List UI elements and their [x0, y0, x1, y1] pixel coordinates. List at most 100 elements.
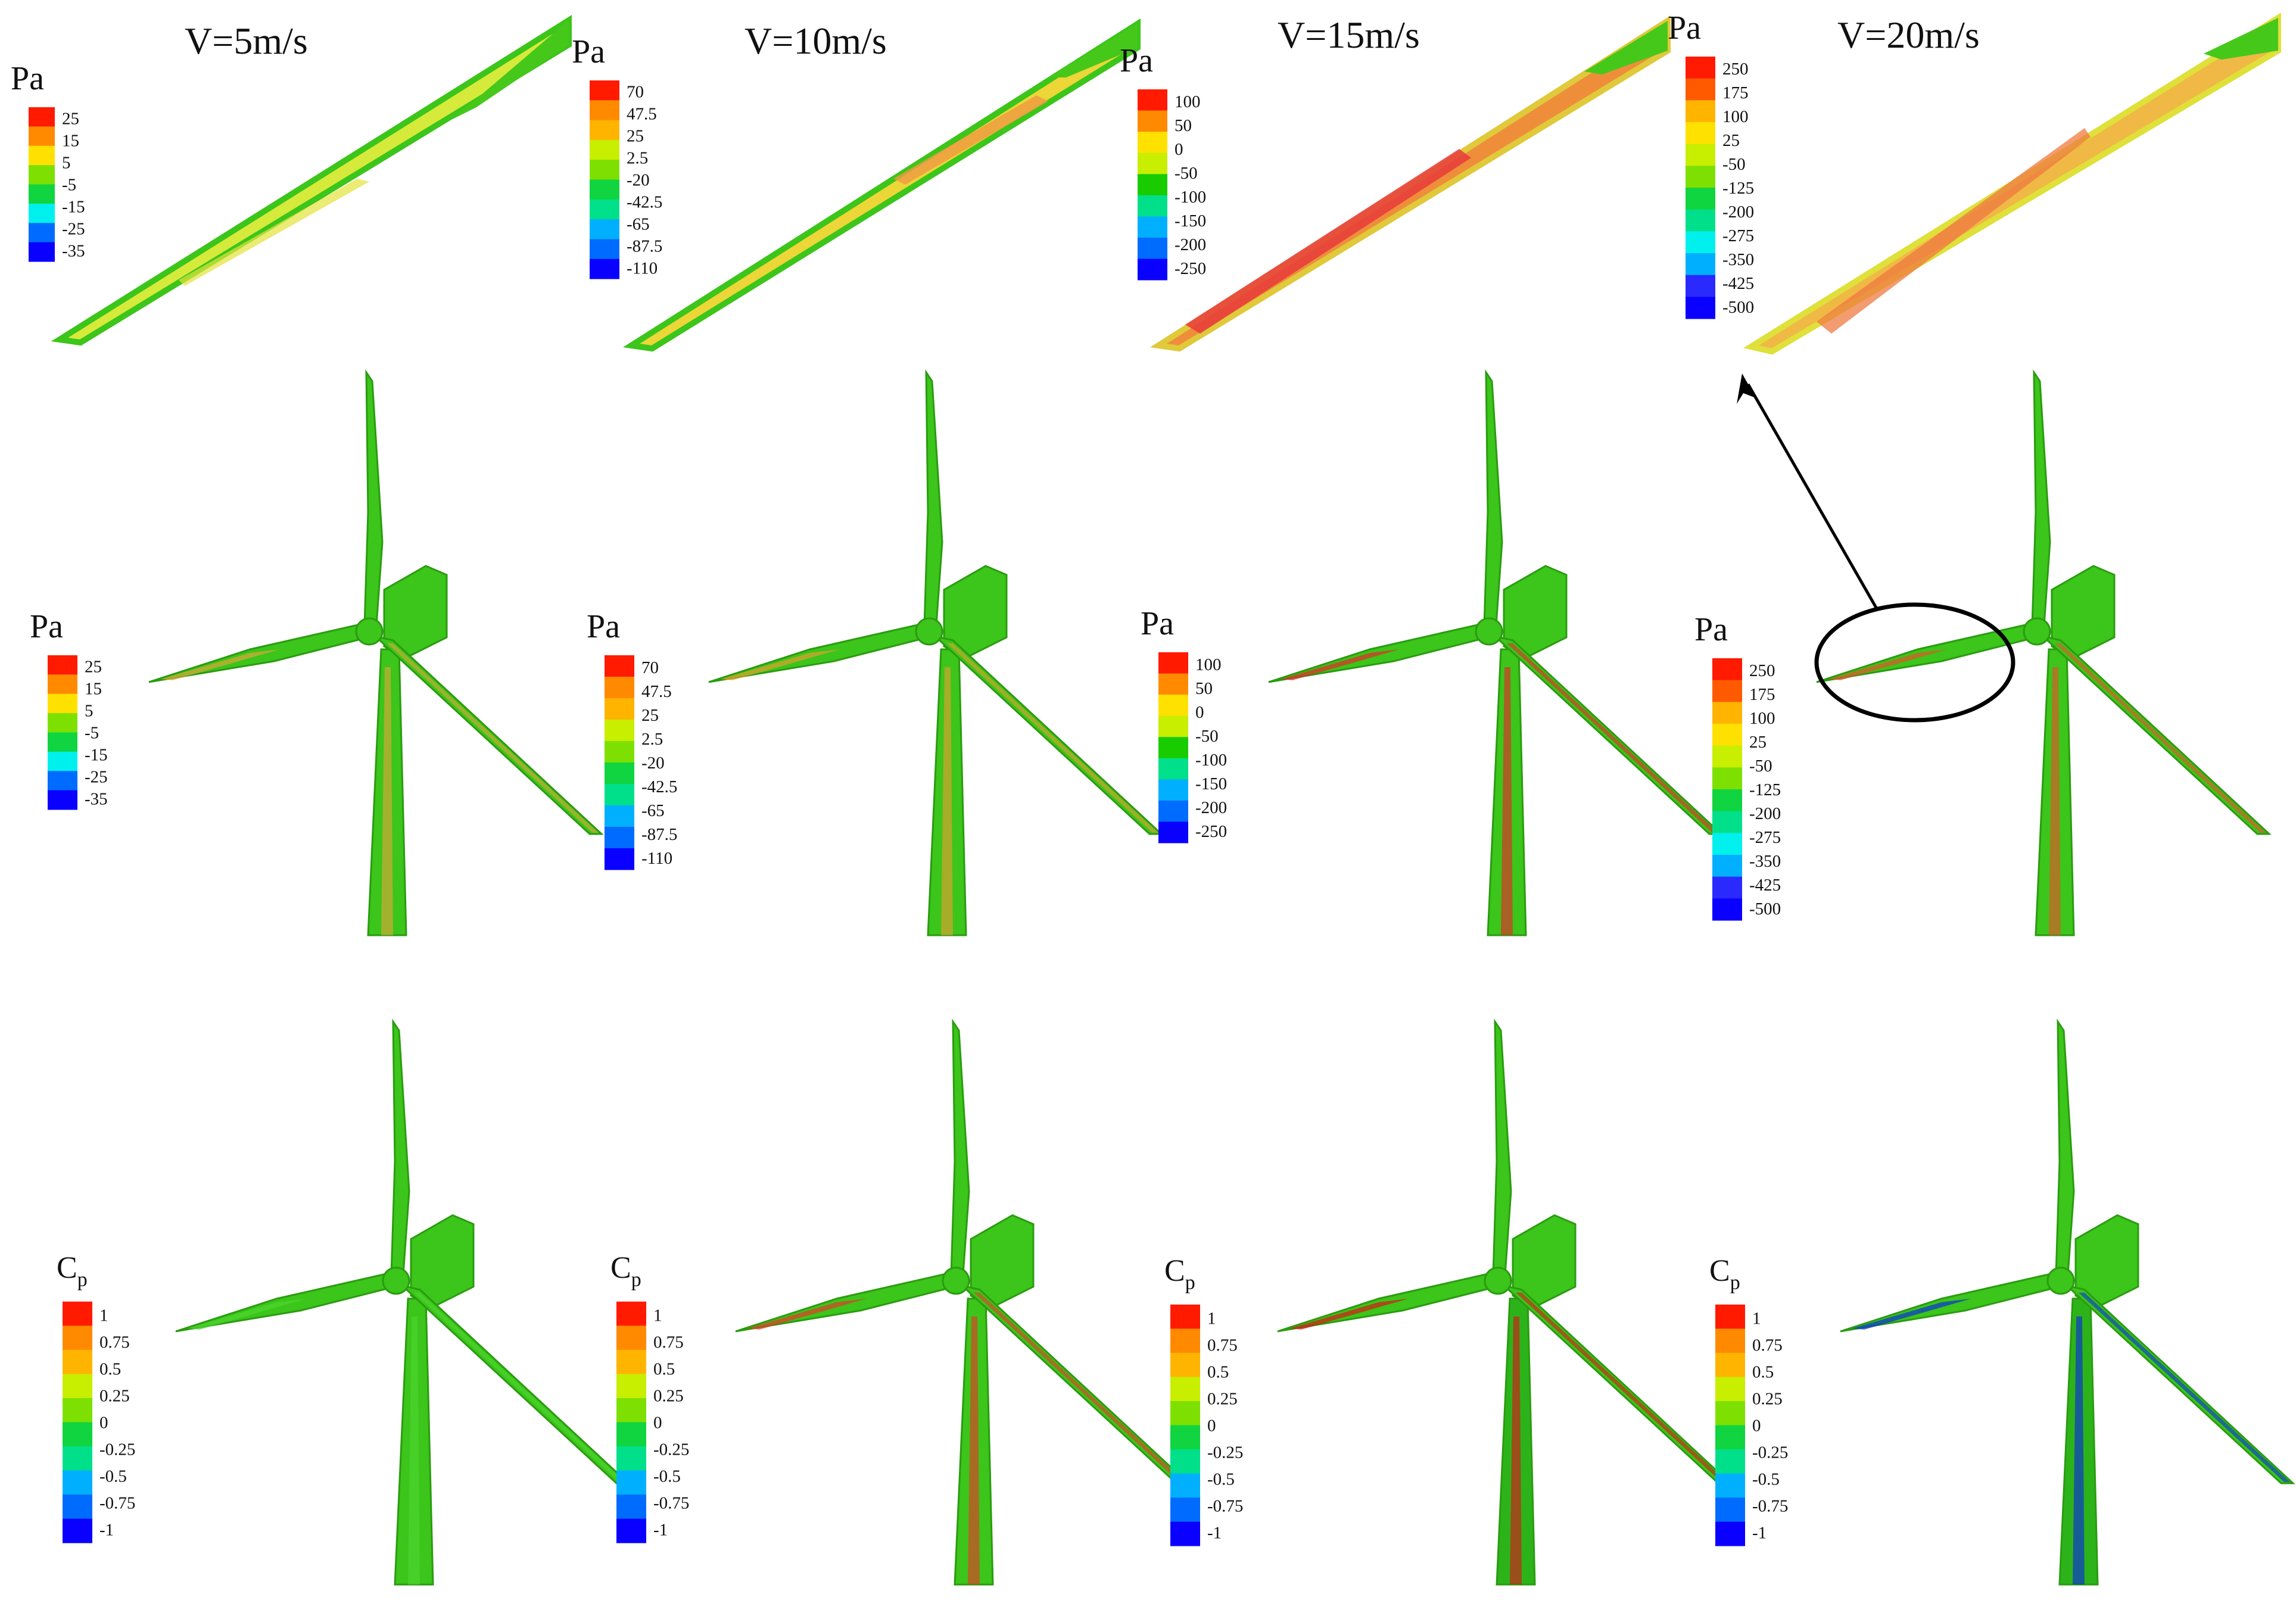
- legend-swatch: [1138, 259, 1167, 281]
- legend-swatch: [1712, 855, 1742, 877]
- legend-swatch: [48, 771, 77, 791]
- legend-swatch: [1715, 1401, 1745, 1425]
- legend-swatch: [1686, 275, 1715, 297]
- legend-swatch: [1158, 695, 1188, 717]
- blade-up: [950, 1018, 970, 1276]
- legend-swatch: [1170, 1305, 1200, 1329]
- turbine-pressure-4: [1816, 369, 2272, 936]
- nacelle: [410, 1214, 475, 1309]
- legend-tick-label: 50: [1175, 116, 1192, 135]
- legend-swatch: [1712, 898, 1742, 921]
- turbine-pressure-2: [708, 369, 1164, 936]
- legend-swatch: [1715, 1449, 1745, 1474]
- legend-swatch: [1138, 89, 1167, 111]
- legend-unit-label: Pa: [1694, 611, 1728, 648]
- legend-tick-label: -100: [1195, 751, 1227, 770]
- legend-swatch: [616, 1422, 646, 1447]
- tower-shading: [408, 1316, 420, 1585]
- legend-tick-label: 0.75: [1207, 1336, 1238, 1355]
- legend-tick-label: 5: [85, 702, 94, 721]
- hub: [942, 1266, 970, 1295]
- highlight-ellipse: [1814, 602, 2015, 723]
- legend-swatch: [1686, 144, 1715, 166]
- tower-shading: [941, 667, 953, 935]
- legend-swatch: [616, 1374, 646, 1399]
- legend-swatch: [1712, 767, 1742, 790]
- legend-swatch: [616, 1350, 646, 1374]
- nacelle: [970, 1214, 1035, 1309]
- legend-tick-label: -0.75: [653, 1494, 689, 1513]
- legend-tick-label: 175: [1749, 685, 1775, 704]
- blade-left-shading: [1852, 1299, 1971, 1330]
- nacelle: [943, 565, 1008, 659]
- legend-tick-label: 25: [1722, 131, 1740, 150]
- speed-titles: V=5m/s V=10m/s V=15m/s V=20m/s: [185, 14, 1980, 62]
- legend-tick-label: -0.5: [99, 1467, 127, 1486]
- legend-cp-label: Cp: [1164, 1254, 1195, 1294]
- legend-tick-label: 250: [1722, 60, 1749, 79]
- legend-tick-label: 25: [627, 127, 644, 146]
- legend-tick-label: -15: [62, 198, 85, 217]
- legend-tick-label: -275: [1722, 226, 1754, 245]
- legend-swatch: [48, 751, 77, 771]
- legend-swatch: [48, 693, 77, 714]
- legend-swatch: [1715, 1473, 1745, 1498]
- tower-shading: [381, 667, 393, 935]
- legend-swatch: [1158, 758, 1188, 780]
- turbine-cp-1: [175, 1018, 631, 1586]
- blade-left-shading: [747, 1299, 867, 1330]
- legend-tick-label: 47.5: [627, 105, 657, 124]
- legend-swatch: [29, 145, 55, 166]
- blade-right-shading: [1516, 1293, 1727, 1482]
- legend-tick-label: 25: [641, 706, 659, 725]
- zoomed-blade-5ms: [51, 14, 572, 346]
- legend-swatch: [605, 677, 634, 699]
- legend-swatch: [1158, 779, 1188, 801]
- legend-swatch: [590, 219, 619, 239]
- legend-swatch: [590, 199, 619, 220]
- legend-tick-label: 2.5: [641, 730, 663, 749]
- turbine-pressure-3: [1268, 369, 1724, 936]
- legend-tick-label: 100: [1195, 655, 1222, 674]
- legend-tick-label: -500: [1749, 899, 1781, 919]
- blade-left-shading: [1828, 649, 1948, 680]
- legend-swatch: [1686, 78, 1715, 101]
- legend-swatch: [1686, 231, 1715, 254]
- hub: [2023, 617, 2051, 646]
- legend-swatch: [1158, 673, 1188, 695]
- blade-right-shading: [1507, 643, 1718, 833]
- hub: [2046, 1266, 2075, 1295]
- legend-tick-label: 50: [1195, 679, 1213, 698]
- legend-swatch: [63, 1422, 92, 1447]
- legend-swatch: [1170, 1425, 1200, 1450]
- legend-tick-label: 0.25: [99, 1387, 130, 1406]
- legend-tick-label: -50: [1195, 727, 1219, 746]
- legend-tick-label: -50: [1722, 155, 1746, 174]
- legend-swatch: [63, 1495, 92, 1519]
- legend-swatch: [616, 1446, 646, 1471]
- legend-tick-label: -35: [85, 790, 108, 809]
- legend-unit-label: Pa: [30, 608, 63, 645]
- legend-tick-label: 25: [85, 658, 102, 677]
- blade-up: [2055, 1018, 2075, 1276]
- legend-tick-label: 15: [62, 132, 79, 151]
- legend-tick-label: -15: [85, 746, 108, 765]
- legend-tick-label: -200: [1722, 203, 1754, 222]
- legend-tick-label: -350: [1749, 852, 1781, 871]
- legend-swatch: [63, 1446, 92, 1471]
- legend-swatch: [1138, 152, 1167, 175]
- legend-tick-label: -65: [627, 215, 650, 234]
- legend-swatch: [1712, 724, 1742, 746]
- legend-tick-label: 0: [653, 1414, 662, 1433]
- legend-swatch: [590, 179, 619, 200]
- legend-swatch: [48, 713, 77, 733]
- legend-swatch: [605, 827, 634, 849]
- legend-swatch: [1715, 1305, 1745, 1329]
- legend-tick-label: 100: [1722, 107, 1749, 126]
- legend-tick-label: -50: [1175, 164, 1198, 183]
- legend-swatch: [1138, 195, 1167, 217]
- speed-title-5: V=5m/s: [185, 20, 308, 62]
